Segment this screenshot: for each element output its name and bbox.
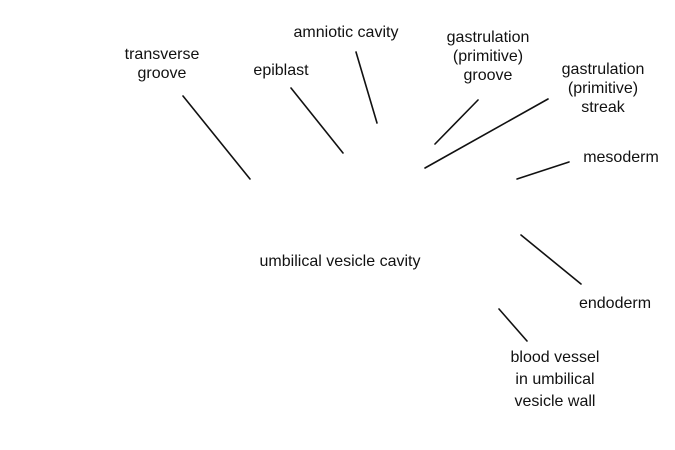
label-endoderm: endoderm [578, 295, 652, 312]
label-gastrulation-groove: gastrulation (primitive) groove [446, 29, 530, 84]
leader-mesoderm [516, 161, 570, 180]
label-umbilical-vesicle-cavity: umbilical vesicle cavity [259, 253, 421, 270]
leader-blood-vessel [498, 308, 528, 342]
label-gastrulation-streak: gastrulation (primitive) streak [561, 61, 645, 116]
label-amniotic-cavity: amniotic cavity [293, 24, 399, 41]
leader-transverse-groove [182, 95, 251, 180]
leader-endoderm [520, 234, 582, 285]
label-mesoderm: mesoderm [583, 149, 659, 166]
label-epiblast: epiblast [253, 62, 309, 79]
leader-epiblast [290, 87, 344, 154]
leader-gastrulation-groove [434, 99, 479, 145]
leader-amniotic-cavity [355, 51, 378, 124]
leader-gastrulation-streak [424, 98, 549, 169]
label-transverse-groove: transverse groove [124, 46, 200, 82]
label-blood-vessel: blood vessel in umbilical vesicle wall [510, 349, 600, 410]
